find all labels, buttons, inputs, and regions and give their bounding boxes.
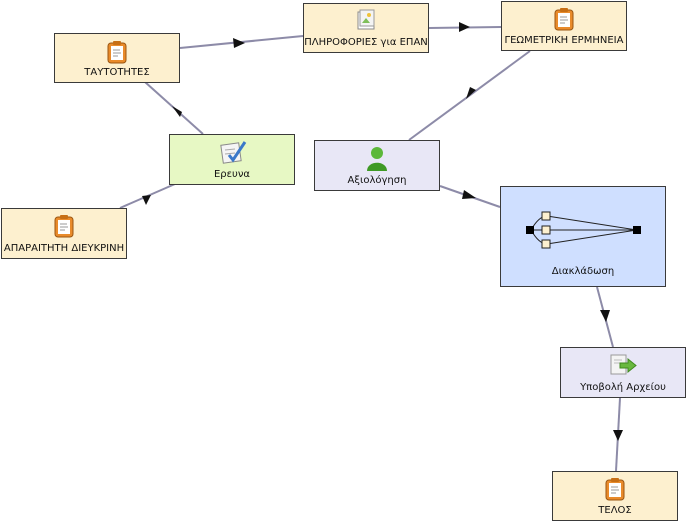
node-label: ΤΑΥΤΟΤΗΤΕΣ xyxy=(84,67,150,78)
image-document-icon xyxy=(357,9,375,30)
node-label: ΠΛΗΡΟΦΟΡΙΕΣ για ΕΠΑΝ xyxy=(304,37,428,48)
node-label: Υποβολή Αρχείου xyxy=(580,382,666,393)
arrowhead xyxy=(172,106,182,117)
submit-document-icon xyxy=(610,354,637,375)
node-tautotites[interactable]: ΤΑΥΤΟΤΗΤΕΣ xyxy=(54,33,180,83)
arrowhead xyxy=(459,22,470,32)
branch-gateway-icon xyxy=(526,211,641,249)
node-label: Αξιολόγηση xyxy=(347,175,407,186)
arrowhead xyxy=(233,38,245,48)
arrowhead xyxy=(466,87,476,99)
node-telos[interactable]: ΤΕΛΟΣ xyxy=(552,471,678,521)
arrowhead xyxy=(462,190,476,199)
clipboard-icon xyxy=(605,478,625,501)
node-label: ΑΠΑΡΑΙΤΗΤΗ ΔΙΕΥΚΡΙΝΗ xyxy=(3,243,125,254)
clipboard-icon xyxy=(107,41,127,64)
node-geometriki[interactable]: ΓΕΩΜΕΤΡΙΚΗ ΕΡΜΗΝΕΙΑ xyxy=(501,1,627,51)
node-plirofories[interactable]: ΠΛΗΡΟΦΟΡΙΕΣ για ΕΠΑΝ xyxy=(303,3,429,53)
node-ypovoli[interactable]: Υποβολή Αρχείου xyxy=(560,347,686,398)
clipboard-icon xyxy=(54,215,74,238)
arrowhead xyxy=(600,310,610,322)
node-diaklados[interactable]: Διακλάδωση xyxy=(500,186,666,287)
node-erevna[interactable]: Ερευνα xyxy=(169,134,295,185)
node-aparaititi[interactable]: ΑΠΑΡΑΙΤΗΤΗ ΔΙΕΥΚΡΙΝΗ xyxy=(1,208,127,259)
clipboard-icon xyxy=(554,8,574,31)
arrowhead xyxy=(142,195,151,205)
user-icon xyxy=(367,147,387,171)
node-label: ΤΕΛΟΣ xyxy=(598,505,632,516)
checklist-icon xyxy=(220,141,247,164)
node-label: Ερευνα xyxy=(213,169,251,180)
node-axiologisi[interactable]: Αξιολόγηση xyxy=(314,140,440,191)
arrowhead xyxy=(613,430,623,441)
node-label: Διακλάδωση xyxy=(551,266,615,277)
node-label: ΓΕΩΜΕΤΡΙΚΗ ΕΡΜΗΝΕΙΑ xyxy=(504,35,624,46)
